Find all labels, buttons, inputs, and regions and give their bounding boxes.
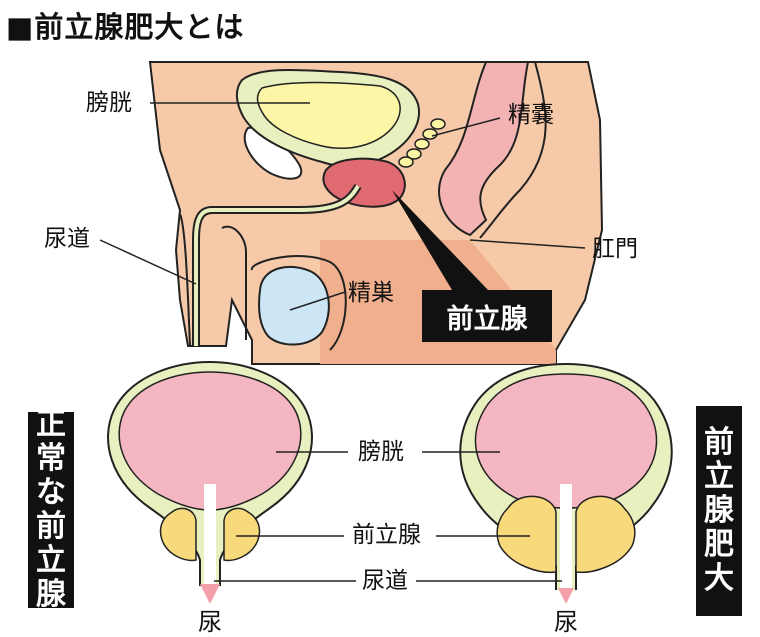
side-char: 立 [704,459,734,494]
side-char: 正 [36,407,66,442]
side-char: 肥 [704,527,734,562]
seminal-vesicle [398,118,446,168]
normal-urethra [204,484,216,584]
side-char: 前 [704,425,734,460]
label-bladder: 膀胱 [86,90,132,116]
scrotum [251,255,347,351]
urethra-tube-inner [194,184,360,346]
side-char: 常 [36,441,66,476]
page-title: ■前立腺肥大とは [6,10,245,44]
side-label-enlarged: 前 立 腺 肥 大 [696,406,742,616]
normal-gland-right [223,507,261,562]
enlarged-bladder-inner [474,373,658,509]
side-char: 立 [36,543,66,578]
enlarged-gland-left [496,495,557,574]
testis [258,265,330,346]
side-char: 大 [704,561,734,596]
enlarged-gland-right [575,495,636,574]
leader-seminal [431,117,501,137]
label-testis: 精巣 [348,280,394,306]
bladder-inner [256,81,401,149]
prostate [322,157,406,208]
label-urine-left: 尿 [198,608,222,636]
normal-urine-arrow [200,584,220,604]
label-seminal-vesicle: 精嚢 [508,102,554,128]
penis [179,213,247,347]
leader-urethra [99,239,197,285]
prostate-pointer [392,190,488,290]
label-bottom-prostate: 前立腺 [352,522,421,548]
label-anus: 肛門 [592,236,638,262]
label-urine-right: 尿 [554,608,578,636]
side-char: 前 [36,509,66,544]
rectum-right [479,61,547,239]
leader-testis [289,291,346,311]
enlarged-prostate-diagram [459,362,673,604]
label-prostate-box: 前立腺 [422,290,552,342]
normal-gland-left [159,507,197,562]
enlarged-urethra [560,484,572,588]
enlarged-urine-arrow [558,588,574,604]
normal-bladder-inner [118,371,302,511]
normal-prostate-diagram [107,360,313,604]
side-char: 腺 [36,577,66,612]
label-bottom-bladder: 膀胱 [358,439,404,465]
side-char: な [36,475,66,510]
cross-section [99,61,604,365]
leader-anus [469,239,586,249]
label-urethra: 尿道 [44,226,90,252]
rectum [438,61,530,237]
side-char: 腺 [704,493,734,528]
side-label-normal: 正 常 な 前 立 腺 [28,408,74,612]
label-bottom-urethra: 尿道 [362,568,408,594]
